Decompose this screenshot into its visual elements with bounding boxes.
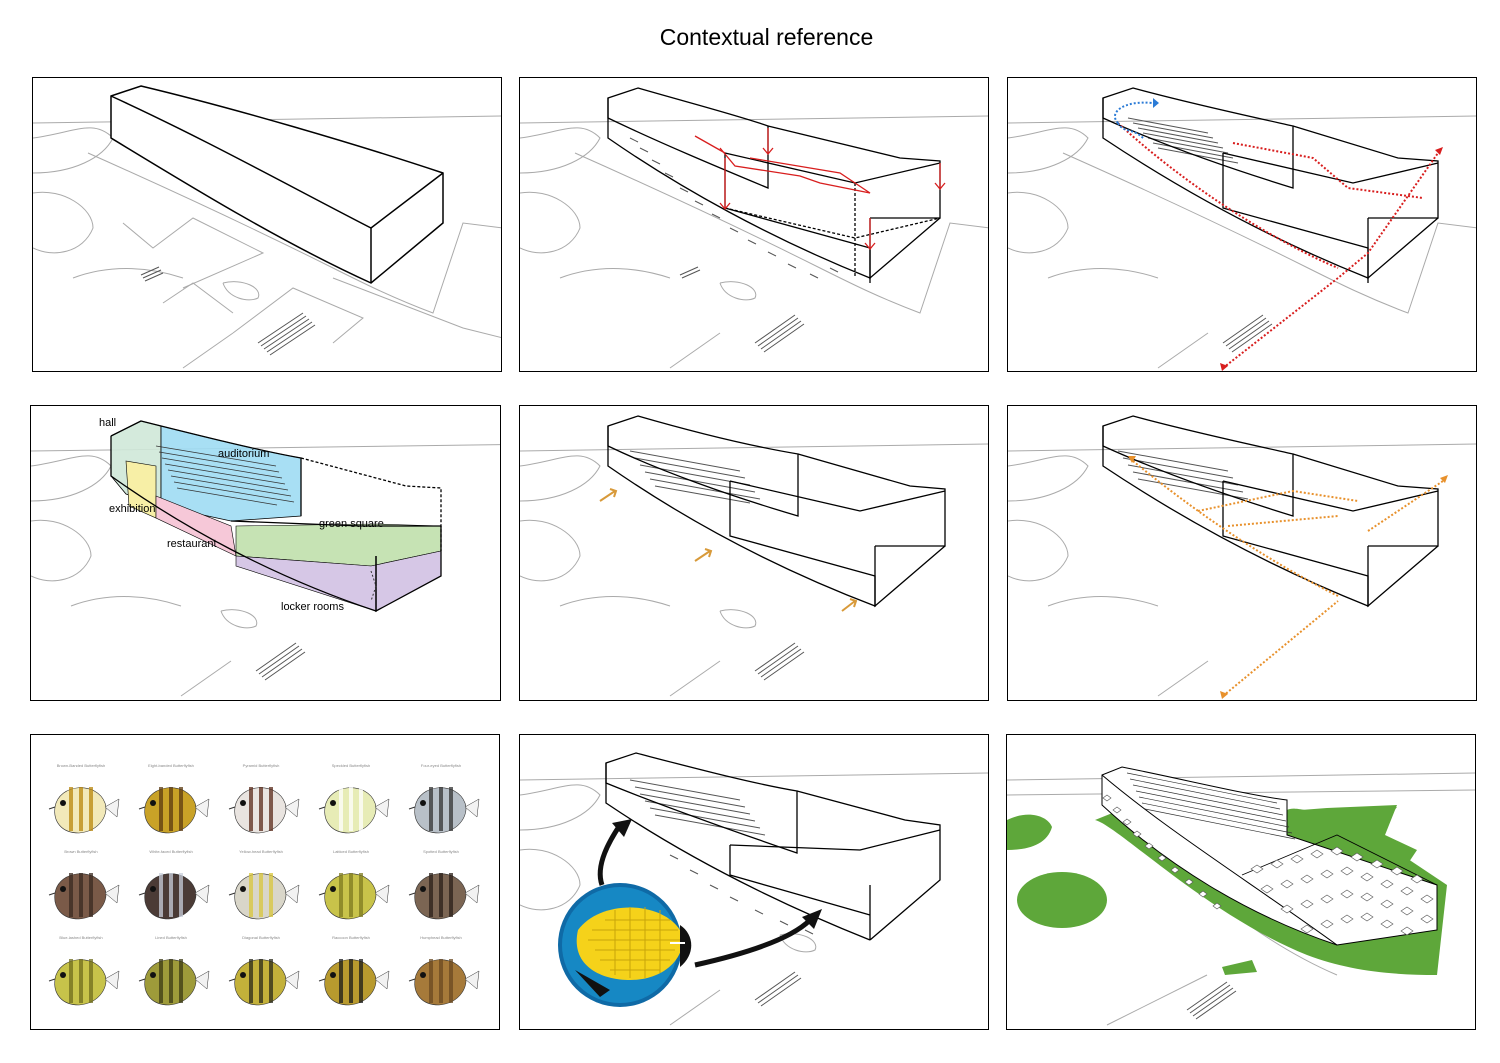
fish-icon	[228, 873, 300, 920]
panel-massing-volume	[32, 77, 502, 372]
fish-species-name: Eight-banded Butterflyfish	[148, 763, 194, 768]
panel-orange-flows	[1007, 405, 1477, 701]
fish-species-name: Yellow-head Butterflyfish	[239, 849, 283, 854]
fish-species-name: Humphead Butterflyfish	[420, 935, 462, 940]
fish-species-name: Raccoon Butterflyfish	[332, 935, 370, 940]
massing-drawing	[33, 85, 501, 369]
fish-species-card: Spotted Butterflyfish	[399, 849, 483, 929]
panel-butterflyfish-chart: Brown-Banded Butterflyfish Eight-banded B…	[30, 734, 500, 1030]
label-restaurant: restaurant	[167, 538, 217, 550]
subdivision-drawing	[520, 87, 988, 369]
fish-species-card: Brown-Banded Butterflyfish	[39, 763, 123, 843]
fish-icon	[408, 873, 480, 920]
fish-species-card: Humphead Butterflyfish	[399, 935, 483, 1015]
fish-species-card: Blue-lashed Butterflyfish	[39, 935, 123, 1015]
label-green-square: green square	[319, 518, 384, 530]
fish-species-name: Spotted Butterflyfish	[423, 849, 459, 854]
fish-species-card: Brown Butterflyfish	[39, 849, 123, 929]
panel-circulation-flows	[1007, 77, 1477, 372]
panel-fish-pattern-reference	[519, 734, 989, 1030]
panel-program-distribution: hall auditorium exhibition green square …	[30, 405, 501, 701]
fish-icon	[408, 959, 480, 1006]
fish-species-name: Diagonal Butterflyfish	[242, 935, 280, 940]
fish-icon	[408, 787, 480, 834]
fish-species-card: Latticed Butterflyfish	[309, 849, 393, 929]
label-exhibition: exhibition	[109, 503, 156, 515]
fish-icon	[48, 959, 120, 1006]
orange-flows-drawing	[1008, 415, 1476, 699]
fish-species-name: Lined Butterflyfish	[155, 935, 187, 940]
fish-icon	[48, 873, 120, 920]
panel-final-rendering	[1006, 734, 1476, 1030]
fish-species-card: Speckled Butterflyfish	[309, 763, 393, 843]
fish-icon	[138, 787, 210, 834]
fish-photo-circle	[558, 883, 692, 1007]
fish-species-name: Four-eyed Butterflyfish	[420, 763, 462, 768]
panel-access-points	[519, 405, 989, 701]
fish-icon	[48, 787, 120, 834]
fish-icon	[228, 787, 300, 834]
fish-species-card: Yellow-head Butterflyfish	[219, 849, 303, 929]
fish-species-card: Diagonal Butterflyfish	[219, 935, 303, 1015]
access-drawing	[520, 415, 988, 697]
label-auditorium: auditorium	[218, 448, 270, 460]
fish-species-card: Pyramid Butterflyfish	[219, 763, 303, 843]
fish-species-card: Four-eyed Butterflyfish	[399, 763, 483, 843]
fish-reference-drawing	[520, 752, 988, 1026]
fish-icon	[138, 959, 210, 1006]
fish-species-name: Latticed Butterflyfish	[332, 849, 370, 854]
facade-pattern	[1102, 794, 1434, 936]
panel-volume-subdivision	[519, 77, 989, 372]
final-rendering-drawing	[1007, 766, 1475, 1026]
fish-species-card: Eight-banded Butterflyfish	[129, 763, 213, 843]
circulation-drawing	[1008, 87, 1476, 371]
fish-icon	[318, 873, 390, 920]
fish-icon	[138, 873, 210, 920]
page-title: Contextual reference	[659, 24, 874, 50]
fish-icon	[228, 959, 300, 1006]
label-hall: hall	[99, 417, 117, 429]
fish-species-card: Lined Butterflyfish	[129, 935, 213, 1015]
fish-species-name: Brown Butterflyfish	[64, 849, 98, 854]
fish-species-name: Pyramid Butterflyfish	[242, 763, 280, 768]
label-locker-rooms: locker rooms	[281, 601, 344, 613]
fish-species-card: Raccoon Butterflyfish	[309, 935, 393, 1015]
fish-species-name: Brown-Banded Butterflyfish	[56, 763, 106, 768]
fish-icon	[318, 959, 390, 1006]
fish-species-name: Speckled Butterflyfish	[331, 763, 371, 768]
fish-species-name: Blue-lashed Butterflyfish	[59, 935, 103, 940]
program-drawing	[31, 420, 500, 697]
fish-icon	[318, 787, 390, 834]
fish-species-card: White-faced Butterflyfish	[129, 849, 213, 929]
fish-species-name: White-faced Butterflyfish	[149, 849, 193, 854]
